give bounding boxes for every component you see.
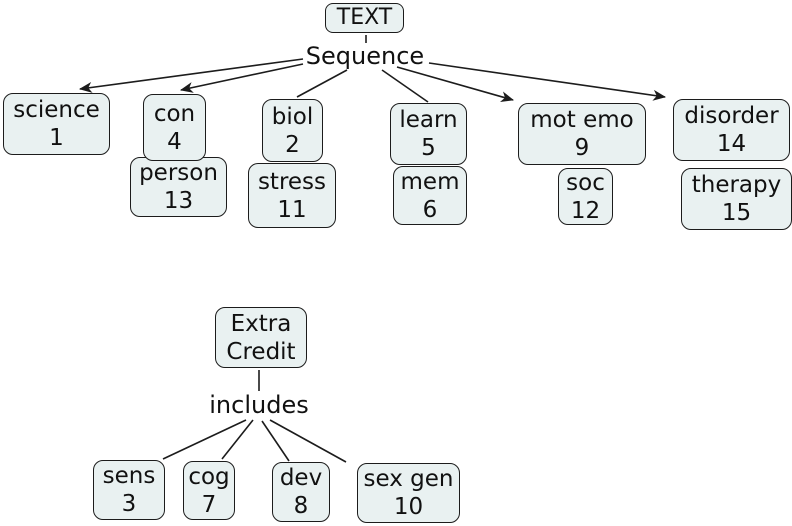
node-number: 14 <box>716 131 747 157</box>
node-sens[interactable]: sens 3 <box>93 460 165 520</box>
edge-sequence-biol <box>296 69 348 98</box>
node-label: dev <box>279 465 323 491</box>
node-number: 6 <box>422 196 438 223</box>
edge-includes-sens <box>162 419 247 460</box>
node-label: biol <box>271 103 314 130</box>
node-number: 11 <box>277 196 307 223</box>
node-number: 7 <box>201 491 217 518</box>
node-number: 3 <box>121 491 137 517</box>
node-number: 15 <box>721 200 752 226</box>
node-label: sex gen <box>363 466 454 492</box>
node-number: 10 <box>393 494 424 520</box>
node-label: learn <box>399 107 458 133</box>
node-number: 2 <box>285 131 300 158</box>
node-number: 5 <box>421 135 436 161</box>
edge-includes-cog <box>221 419 254 460</box>
node-number: 9 <box>574 135 590 161</box>
node-label: soc <box>566 169 605 196</box>
edge-sequence-con <box>179 63 304 93</box>
node-label: therapy <box>691 172 782 198</box>
node-label: disorder <box>684 103 779 129</box>
node-number: 4 <box>167 128 182 155</box>
node-number: 8 <box>293 493 309 519</box>
node-dev[interactable]: dev 8 <box>272 462 330 522</box>
node-label: science <box>13 97 100 123</box>
node-stress[interactable]: stress 11 <box>248 163 336 228</box>
node-label: mem <box>400 168 460 195</box>
node-number: 12 <box>570 197 601 224</box>
edge-sequence-learn <box>381 69 429 103</box>
node-label-line1: Extra <box>230 310 292 337</box>
node-label: stress <box>257 168 327 195</box>
node-number: 1 <box>49 125 64 151</box>
node-sex-gen[interactable]: sex gen 10 <box>357 463 460 523</box>
edge-sequence-motemo <box>396 66 515 102</box>
node-label: cog <box>188 463 230 490</box>
node-mot-emo[interactable]: mot emo 9 <box>518 103 646 165</box>
edge-includes-sexgen <box>269 419 347 463</box>
node-label: mot emo <box>530 107 634 133</box>
edge-sequence-science <box>78 58 304 93</box>
node-label: TEXT <box>336 5 393 30</box>
node-label: sens <box>102 463 156 489</box>
node-cog[interactable]: cog 7 <box>183 461 235 520</box>
node-extra-credit[interactable]: Extra Credit <box>215 307 307 368</box>
node-label: con <box>153 100 196 127</box>
node-disorder[interactable]: disorder 14 <box>673 99 790 161</box>
node-learn[interactable]: learn 5 <box>390 103 467 165</box>
node-label-line2: Credit <box>226 338 296 365</box>
node-therapy[interactable]: therapy 15 <box>681 168 792 230</box>
node-person[interactable]: person 13 <box>130 157 227 217</box>
node-number: 13 <box>163 188 194 214</box>
node-biol[interactable]: biol 2 <box>262 99 323 162</box>
edge-sequence-disorder <box>428 62 667 101</box>
edge-includes-dev <box>261 420 290 462</box>
node-science[interactable]: science 1 <box>3 93 110 155</box>
link-label-includes[interactable]: includes <box>209 391 309 419</box>
node-text-root[interactable]: TEXT <box>325 3 404 33</box>
node-label: person <box>139 160 218 186</box>
node-mem[interactable]: mem 6 <box>393 166 467 225</box>
node-soc[interactable]: soc 12 <box>558 168 613 225</box>
node-con[interactable]: con 4 <box>143 94 206 161</box>
link-label-sequence[interactable]: Sequence <box>305 42 425 70</box>
